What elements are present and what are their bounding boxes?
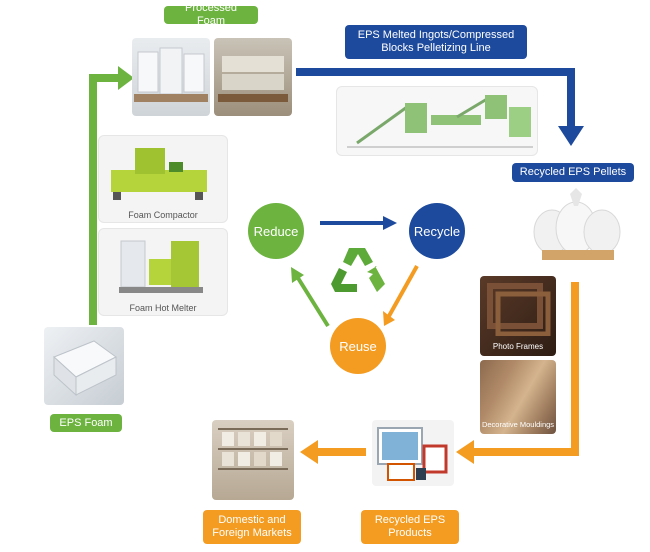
arrow-head-products [456, 440, 474, 464]
foam-box-icon [53, 340, 117, 397]
foam-hot-melter-caption: Foam Hot Melter [129, 303, 197, 313]
arrow-pellets-to-products [472, 282, 579, 456]
recycle-circle: Recycle [409, 203, 465, 259]
store-shelves-icon [218, 428, 288, 470]
decorative-mouldings-image: Decorative Mouldings [480, 360, 556, 434]
photo-frames-caption: Photo Frames [492, 342, 544, 351]
pellet-flasks-image [522, 188, 630, 266]
conveyor-line-icon [347, 95, 533, 148]
foam-compactor-card: Foam Compactor [98, 135, 228, 223]
frame-mouldings-icon [487, 283, 551, 337]
pelletizing-line-card [336, 86, 538, 156]
reuse-circle: Reuse [330, 318, 386, 374]
eps-foam-label: EPS Foam [50, 414, 122, 432]
reduce-circle: Reduce [248, 203, 304, 259]
arrow-eps-to-processed [89, 74, 118, 325]
recycled-products-label: Recycled EPS Products [361, 510, 459, 544]
processed-foam-photo-1 [132, 38, 210, 116]
hot-melter-machine-icon [119, 240, 203, 293]
foam-ingots-icon [218, 56, 288, 102]
picture-frames-icon [377, 427, 448, 481]
compactor-machine-icon [111, 148, 207, 200]
arrow-head-processed [118, 66, 134, 90]
foam-compactor-caption: Foam Compactor [128, 210, 198, 220]
recycled-products-image [372, 420, 454, 486]
eps-foam-photo [44, 327, 124, 405]
processed-foam-photo-2 [214, 38, 292, 116]
arrow-head-markets [300, 440, 318, 464]
arrow-recycle-to-reuse [387, 265, 419, 317]
arrow-reuse-to-reduce [296, 276, 330, 328]
photo-frames-image: Photo Frames [480, 276, 556, 356]
domestic-markets-image [212, 420, 294, 500]
arrow-head-pellets [558, 126, 584, 146]
pelletizing-line-label: EPS Melted Ingots/Compressed Blocks Pell… [345, 25, 527, 59]
recycled-pellets-label: Recycled EPS Pellets [512, 163, 634, 182]
domestic-markets-label: Domestic and Foreign Markets [203, 510, 301, 544]
decorative-mouldings-caption: Decorative Mouldings [481, 420, 555, 429]
pellet-flasks-icon [533, 188, 621, 260]
recycle-icon [331, 248, 385, 292]
foam-blocks-icon [134, 47, 208, 102]
arrow-processed-to-pellets [296, 68, 575, 128]
foam-hot-melter-card: Foam Hot Melter [98, 228, 228, 316]
processed-foam-label: Processed Foam [164, 2, 258, 27]
